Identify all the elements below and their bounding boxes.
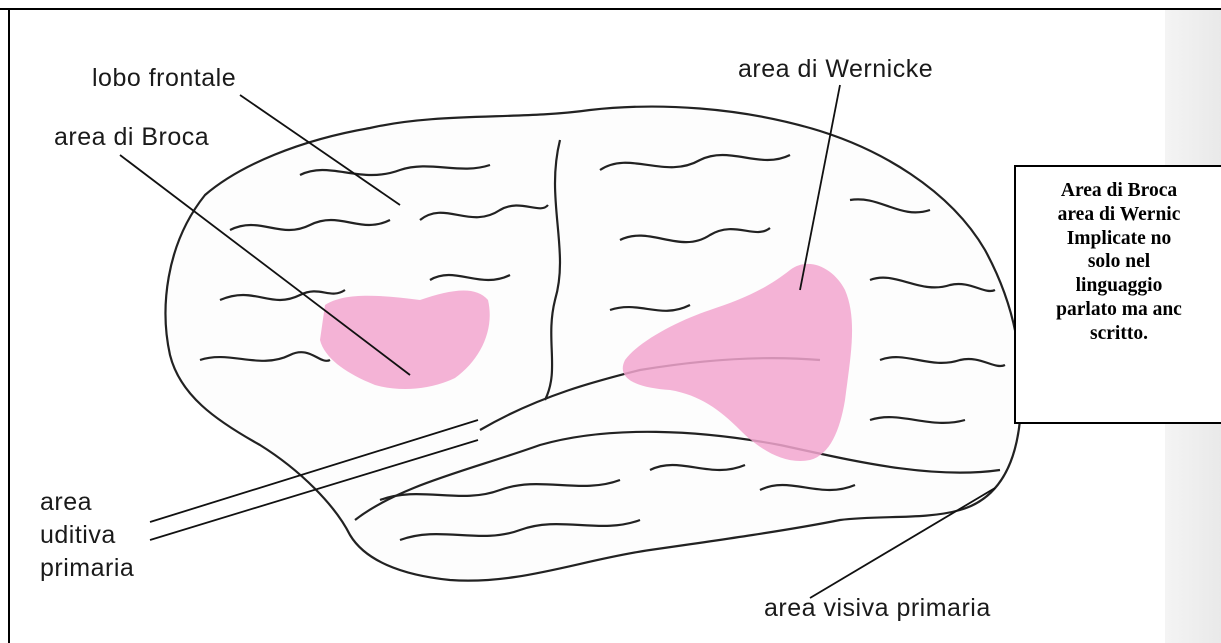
brain-illustration (166, 107, 1022, 581)
note-text: Area di Broca area di Wernic Implicate n… (1014, 179, 1221, 346)
label-auditory-area: area uditiva primaria (40, 486, 240, 585)
label-frontal-lobe: lobo frontale (92, 66, 236, 91)
label-broca-area: area di Broca (54, 125, 209, 150)
label-wernicke-area: area di Wernicke (738, 57, 933, 82)
brain-outline (166, 107, 1022, 581)
note-box: Area di Broca area di Wernic Implicate n… (1014, 165, 1221, 424)
label-visual-area: area visiva primaria (764, 596, 991, 621)
